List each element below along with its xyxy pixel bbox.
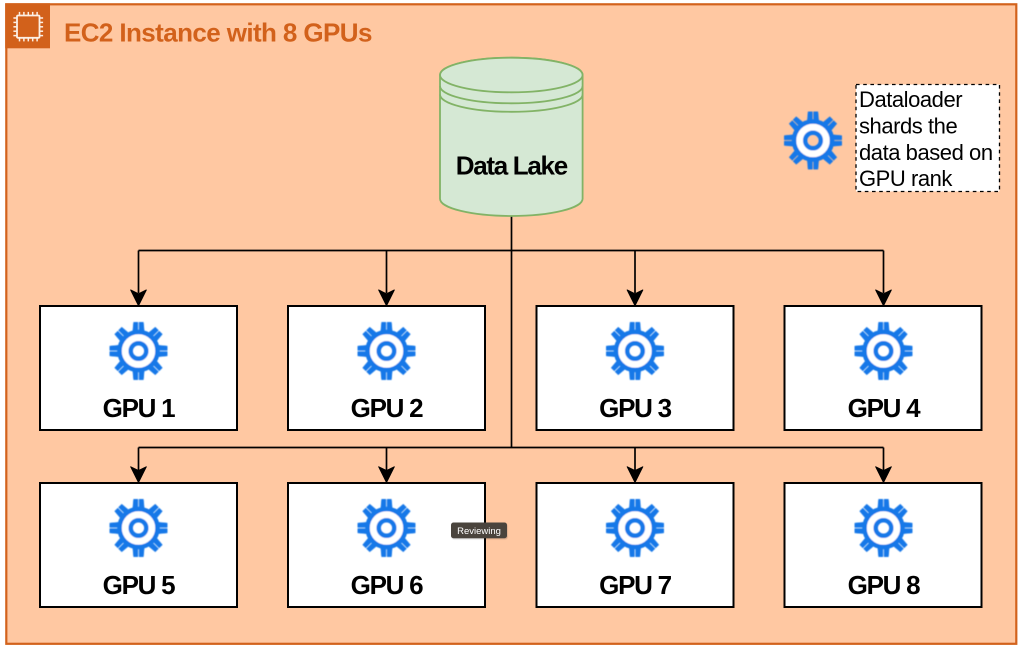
svg-text:GPU rank: GPU rank bbox=[859, 166, 953, 191]
svg-text:GPU 6: GPU 6 bbox=[351, 570, 423, 600]
svg-text:GPU 1: GPU 1 bbox=[103, 393, 175, 423]
svg-text:EC2 Instance with 8 GPUs: EC2 Instance with 8 GPUs bbox=[64, 18, 372, 48]
svg-text:GPU 3: GPU 3 bbox=[599, 393, 671, 423]
svg-text:shards the: shards the bbox=[859, 113, 957, 138]
svg-text:GPU 7: GPU 7 bbox=[599, 570, 671, 600]
svg-text:Data Lake: Data Lake bbox=[456, 151, 568, 181]
svg-text:data based on: data based on bbox=[859, 140, 993, 165]
svg-text:GPU 5: GPU 5 bbox=[103, 570, 175, 600]
svg-text:Dataloader: Dataloader bbox=[859, 87, 962, 112]
svg-text:GPU 8: GPU 8 bbox=[848, 570, 920, 600]
svg-text:GPU 4: GPU 4 bbox=[848, 393, 921, 423]
svg-text:GPU 2: GPU 2 bbox=[351, 393, 423, 423]
svg-text:Reviewing: Reviewing bbox=[457, 526, 501, 537]
